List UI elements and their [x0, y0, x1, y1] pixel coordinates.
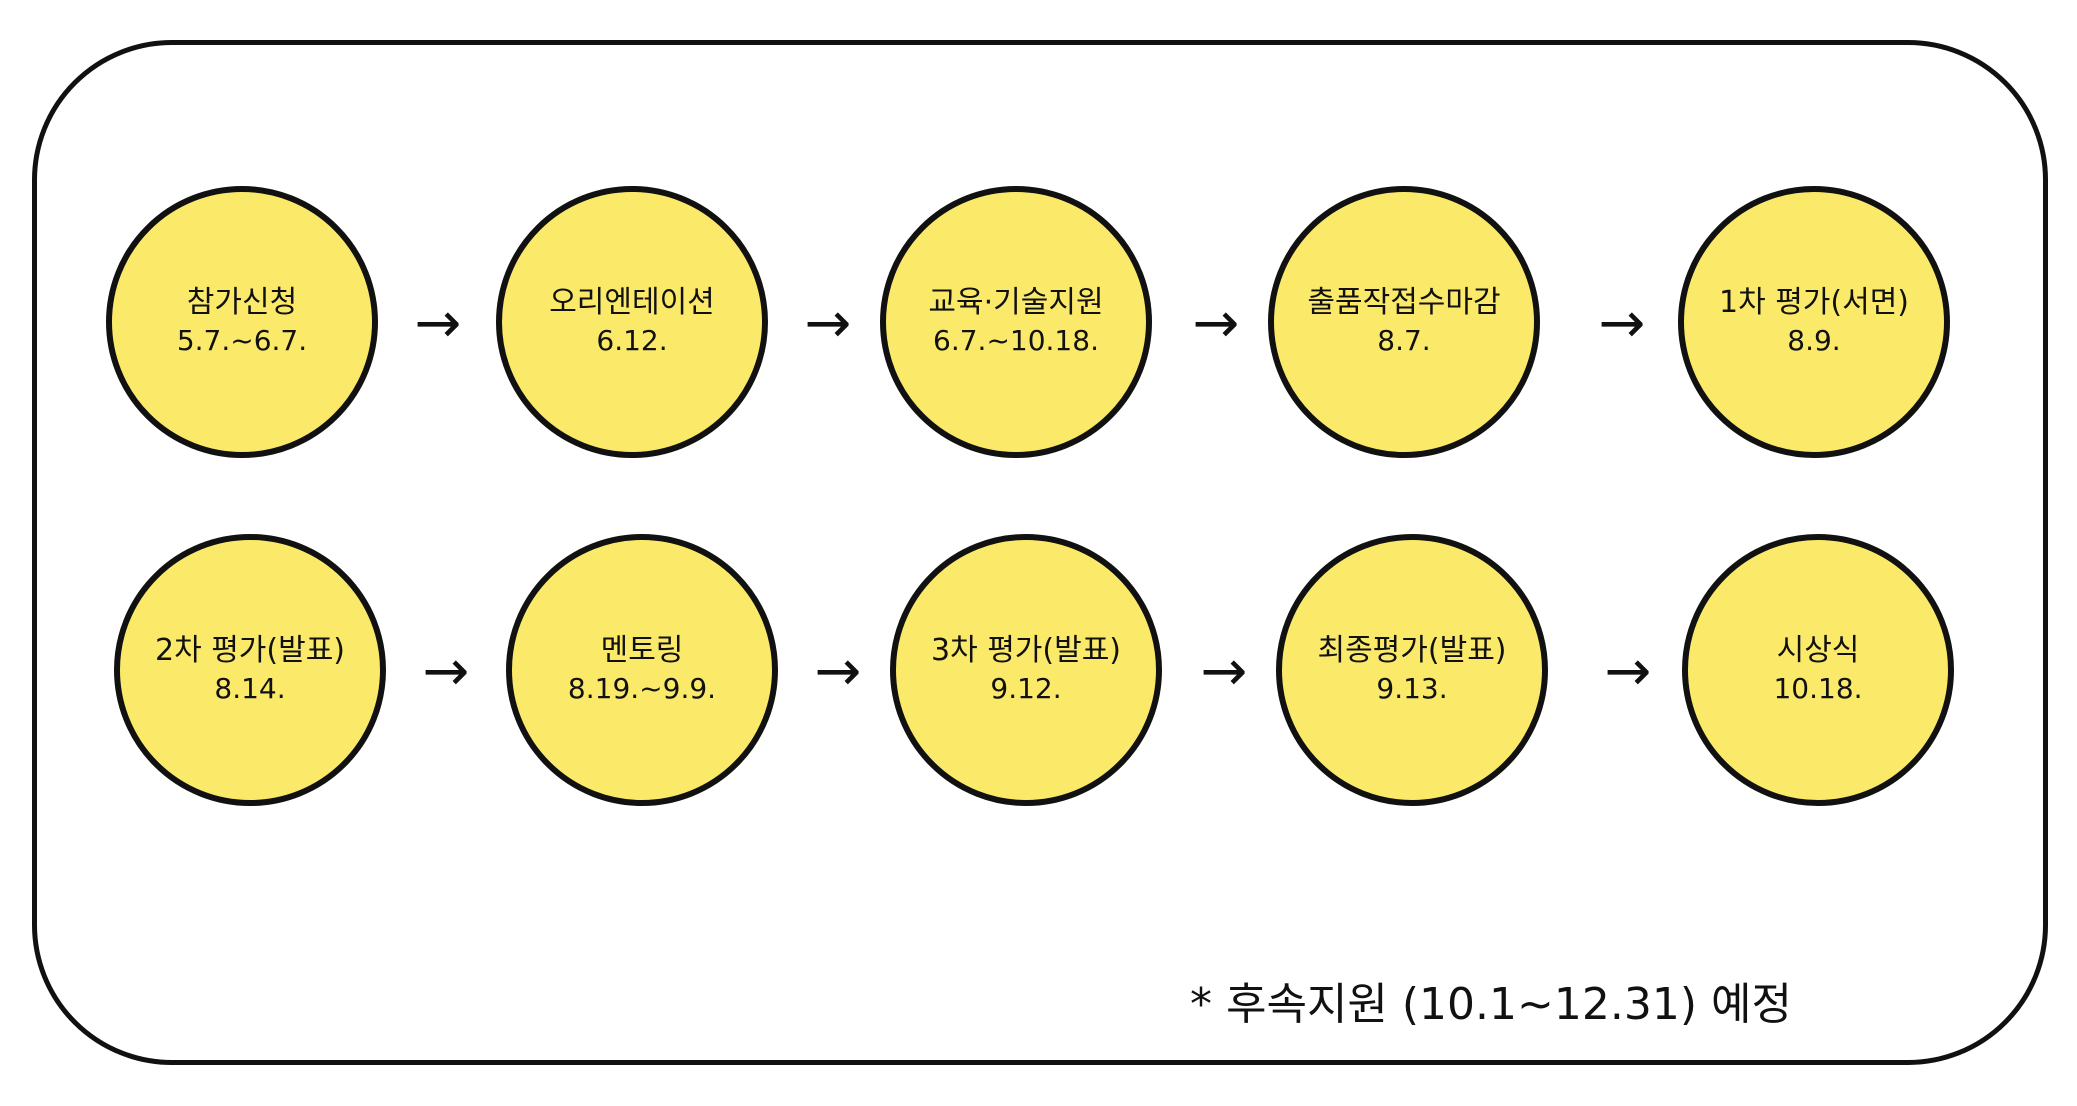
step-node-final-evaluation: 최종평가(발표) 9.13.	[1276, 534, 1548, 806]
step-date: 6.7.~10.18.	[933, 323, 1099, 357]
step-label: 시상식	[1776, 633, 1860, 669]
arrow-icon: →	[804, 291, 852, 356]
step-node-third-evaluation: 3차 평가(발표) 9.12.	[890, 534, 1162, 806]
arrow-icon: →	[1604, 639, 1652, 704]
step-label: 출품작접수마감	[1307, 285, 1501, 321]
footnote: * 후속지원 (10.1~12.31) 예정	[1190, 979, 1792, 1030]
step-node-registration: 참가신청 5.7.~6.7.	[106, 186, 378, 458]
step-label: 오리엔테이션	[549, 285, 715, 321]
step-node-education-support: 교육·기술지원 6.7.~10.18.	[880, 186, 1152, 458]
step-label: 멘토링	[600, 633, 684, 669]
step-date: 5.7.~6.7.	[176, 323, 308, 357]
step-label: 2차 평가(발표)	[154, 633, 346, 669]
step-date: 8.14.	[214, 671, 286, 705]
step-label: 교육·기술지원	[928, 285, 1104, 321]
step-label: 3차 평가(발표)	[930, 633, 1122, 669]
arrow-icon: →	[814, 639, 862, 704]
step-date: 8.19.~9.9.	[567, 671, 717, 705]
arrow-icon: →	[1200, 639, 1248, 704]
step-date: 6.12.	[596, 323, 668, 357]
step-node-submission-deadline: 출품작접수마감 8.7.	[1268, 186, 1540, 458]
step-label: 1차 평가(서면)	[1718, 285, 1910, 321]
arrow-icon: →	[422, 639, 470, 704]
step-label: 최종평가(발표)	[1317, 633, 1507, 669]
step-node-orientation: 오리엔테이션 6.12.	[496, 186, 768, 458]
arrow-icon: →	[1598, 291, 1646, 356]
step-date: 8.7.	[1377, 323, 1431, 357]
step-date: 9.12.	[990, 671, 1062, 705]
step-date: 8.9.	[1787, 323, 1841, 357]
step-date: 9.13.	[1376, 671, 1448, 705]
step-node-awards-ceremony: 시상식 10.18.	[1682, 534, 1954, 806]
step-node-second-evaluation: 2차 평가(발표) 8.14.	[114, 534, 386, 806]
step-date: 10.18.	[1773, 671, 1863, 705]
step-node-mentoring: 멘토링 8.19.~9.9.	[506, 534, 778, 806]
arrow-icon: →	[414, 291, 462, 356]
step-node-first-evaluation: 1차 평가(서면) 8.9.	[1678, 186, 1950, 458]
arrow-icon: →	[1192, 291, 1240, 356]
step-label: 참가신청	[186, 285, 298, 321]
